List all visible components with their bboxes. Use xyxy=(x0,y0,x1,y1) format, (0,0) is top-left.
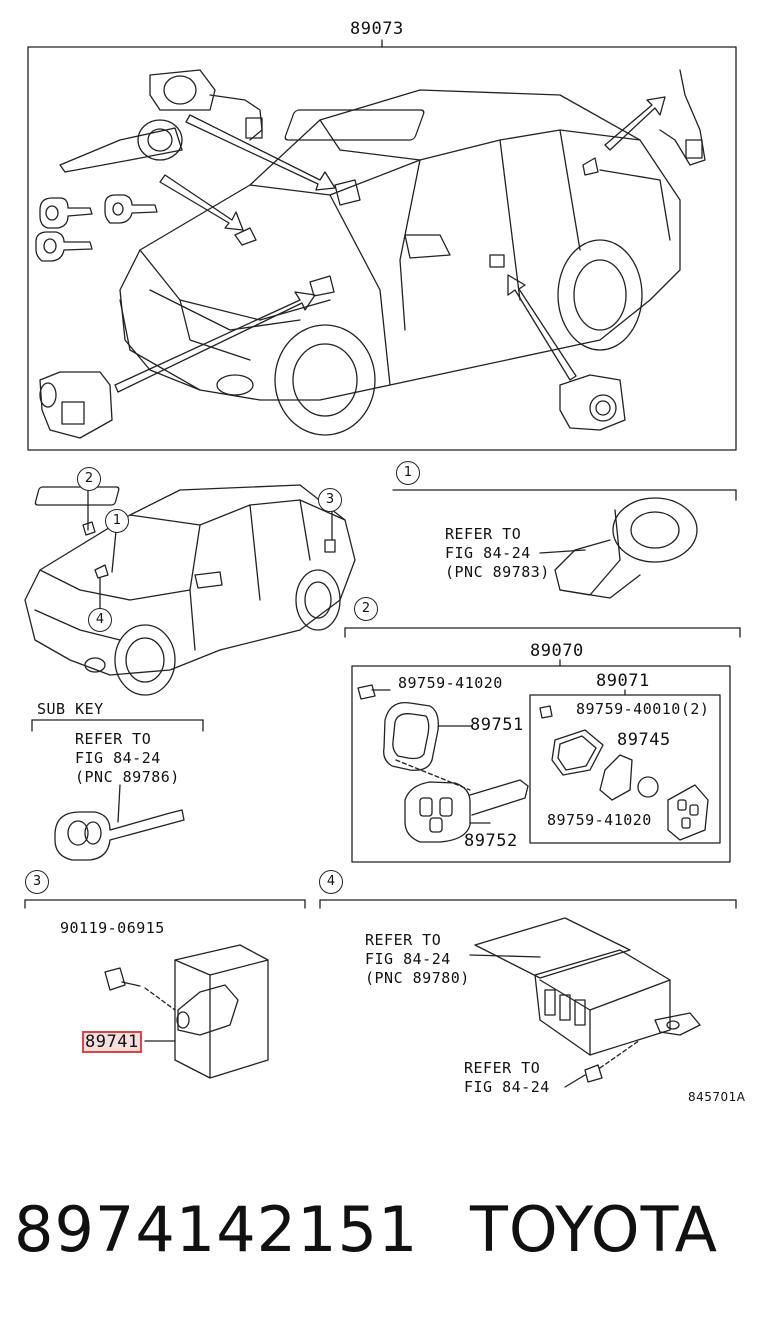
section4-refer2-line1: REFER TO xyxy=(464,1059,541,1077)
sub-key-heading: SUB KEY xyxy=(37,700,104,718)
mid-suv-drawing xyxy=(24,484,356,696)
section1-refer-line2: FIG 84-24 xyxy=(445,544,531,562)
sub-key-refer-line3: (PNC 89786) xyxy=(75,768,180,786)
section1-refer-line3: (PNC 89783) xyxy=(445,563,550,581)
marker-4-car: 4 xyxy=(88,608,112,632)
computer-module-drawing xyxy=(104,944,269,1079)
marker-3-car: 3 xyxy=(318,488,342,512)
part-89751: 89751 xyxy=(470,715,524,735)
part-89752: 89752 xyxy=(464,831,518,851)
ignition-switch-drawing xyxy=(554,497,698,599)
sensor-small xyxy=(334,179,361,206)
part-90119-06915: 90119-06915 xyxy=(60,919,165,937)
transmitter-frame xyxy=(351,665,731,863)
top-suv-drawing xyxy=(119,89,681,436)
top-keys xyxy=(35,194,158,262)
sub-key-drawing xyxy=(54,784,185,861)
sensor-small-2 xyxy=(234,227,257,246)
ecu-module-drawing xyxy=(474,917,701,1083)
part-89759-41020-top: 89759-41020 xyxy=(398,674,503,692)
sub-key-refer-line1: REFER TO xyxy=(75,730,152,748)
section-marker-2: 2 xyxy=(354,597,378,621)
part-89745: 89745 xyxy=(617,730,671,750)
transmitter-parts xyxy=(357,684,709,843)
sub-key-refer-line2: FIG 84-24 xyxy=(75,749,161,767)
section-marker-1: 1 xyxy=(396,461,420,485)
section1-refer-line1: REFER TO xyxy=(445,525,522,543)
marker-1-car: 1 xyxy=(105,509,129,533)
section4-refer-line2: FIG 84-24 xyxy=(365,950,451,968)
highlighted-part-89741[interactable]: 89741 xyxy=(82,1031,142,1053)
sensor-small-3 xyxy=(309,275,335,297)
part-89759-40010: 89759-40010(2) xyxy=(576,700,710,718)
assembly-number-89071: 89071 xyxy=(596,671,650,691)
top-frame xyxy=(27,46,737,451)
part-89759-41020-bottom: 89759-41020 xyxy=(547,811,652,829)
section4-refer-line1: REFER TO xyxy=(365,931,442,949)
door-lock-drawings xyxy=(39,69,706,439)
assembly-number-89073: 89073 xyxy=(350,19,404,39)
sensor-small-4 xyxy=(582,157,599,176)
footer-part-number: 8974142151 xyxy=(14,1193,419,1266)
section4-refer2-line2: FIG 84-24 xyxy=(464,1078,550,1096)
section-marker-4: 4 xyxy=(319,870,343,894)
marker-2-car: 2 xyxy=(77,467,101,491)
section-marker-3: 3 xyxy=(25,870,49,894)
top-arrows xyxy=(114,96,666,393)
assembly-number-89070: 89070 xyxy=(530,641,584,661)
figure-code: 845701A xyxy=(688,1090,746,1104)
section4-refer-line3: (PNC 89780) xyxy=(365,969,470,987)
ignition-cylinder-drawing xyxy=(59,69,263,173)
footer-brand: TOYOTA xyxy=(470,1193,719,1266)
